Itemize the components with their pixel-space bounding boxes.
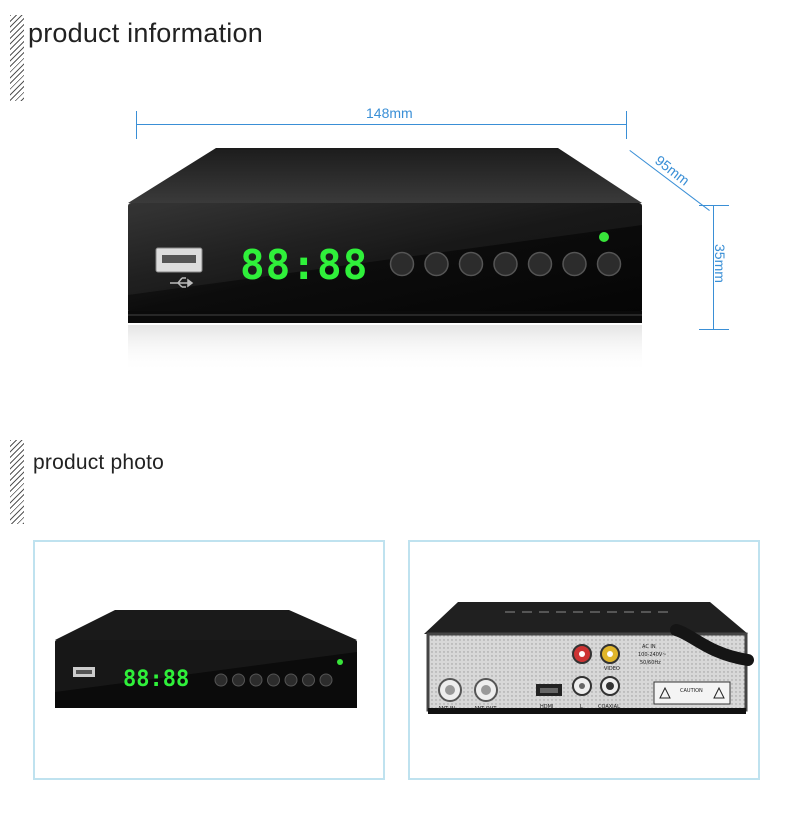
menu-button	[562, 251, 587, 277]
channel-up-button-small	[214, 673, 228, 687]
caution-label: CAUTION	[680, 688, 703, 694]
coaxial-label: COAXIAL	[598, 704, 620, 710]
channel-up-button	[389, 251, 415, 277]
width-dimension-label: 148mm	[366, 105, 413, 121]
channel-down-button-small	[232, 673, 245, 687]
power-button-small	[319, 673, 333, 687]
section-hatch-decoration	[10, 440, 24, 524]
set-top-box-front-photo: 88:88	[55, 610, 357, 708]
menu-button-small	[302, 673, 315, 687]
channel-down-button	[424, 251, 449, 277]
width-dimension-tick-left	[136, 111, 137, 139]
section-hatch-decoration	[10, 15, 24, 101]
device-reflection	[128, 325, 642, 373]
frequency-label: 50/60Hz	[640, 660, 661, 666]
front-photo-frame: 88:88	[33, 540, 385, 780]
height-dimension-line	[713, 205, 714, 329]
voltage-label: 100-240V~	[638, 652, 667, 658]
hdmi-label: HDMI	[540, 704, 553, 710]
section-title-product-photo: product photo	[33, 451, 165, 474]
rear-photo-frame: ANT IN ANT OUT HDMI VIDEO L COAXIAL AC I…	[408, 540, 760, 780]
power-button	[596, 251, 622, 277]
left-audio-label: L	[580, 704, 583, 710]
usb-icon	[170, 277, 194, 288]
device-top-surface	[128, 148, 642, 203]
power-led	[599, 232, 609, 242]
ok-button-small	[284, 673, 298, 687]
set-top-box-front-illustration: 88:88	[128, 148, 642, 373]
caution-plate	[653, 681, 731, 705]
set-top-box-rear-photo: ANT IN ANT OUT HDMI VIDEO L COAXIAL AC I…	[424, 602, 754, 714]
video-label: VIDEO	[604, 666, 620, 672]
ac-in-label: AC IN	[642, 644, 656, 650]
height-dimension-tick-bottom	[699, 329, 729, 330]
led-display: 88:88	[240, 241, 368, 289]
volume-down-button-small	[249, 673, 263, 687]
device-front-panel	[128, 203, 642, 313]
width-dimension-line	[137, 124, 627, 125]
volume-up-button-small	[267, 673, 280, 687]
volume-down-button	[458, 251, 484, 277]
device-base	[128, 311, 642, 323]
led-display-small: 88:88	[123, 667, 189, 692]
ant-in-label: ANT IN	[438, 706, 455, 712]
volume-up-button	[493, 251, 518, 277]
height-dimension-label: 35mm	[712, 244, 728, 283]
ok-button	[527, 251, 553, 277]
section-title-product-information: product information	[28, 18, 263, 48]
ant-out-label: ANT OUT	[474, 706, 497, 712]
height-dimension-tick-top	[699, 205, 729, 206]
width-dimension-tick-right	[626, 111, 627, 139]
